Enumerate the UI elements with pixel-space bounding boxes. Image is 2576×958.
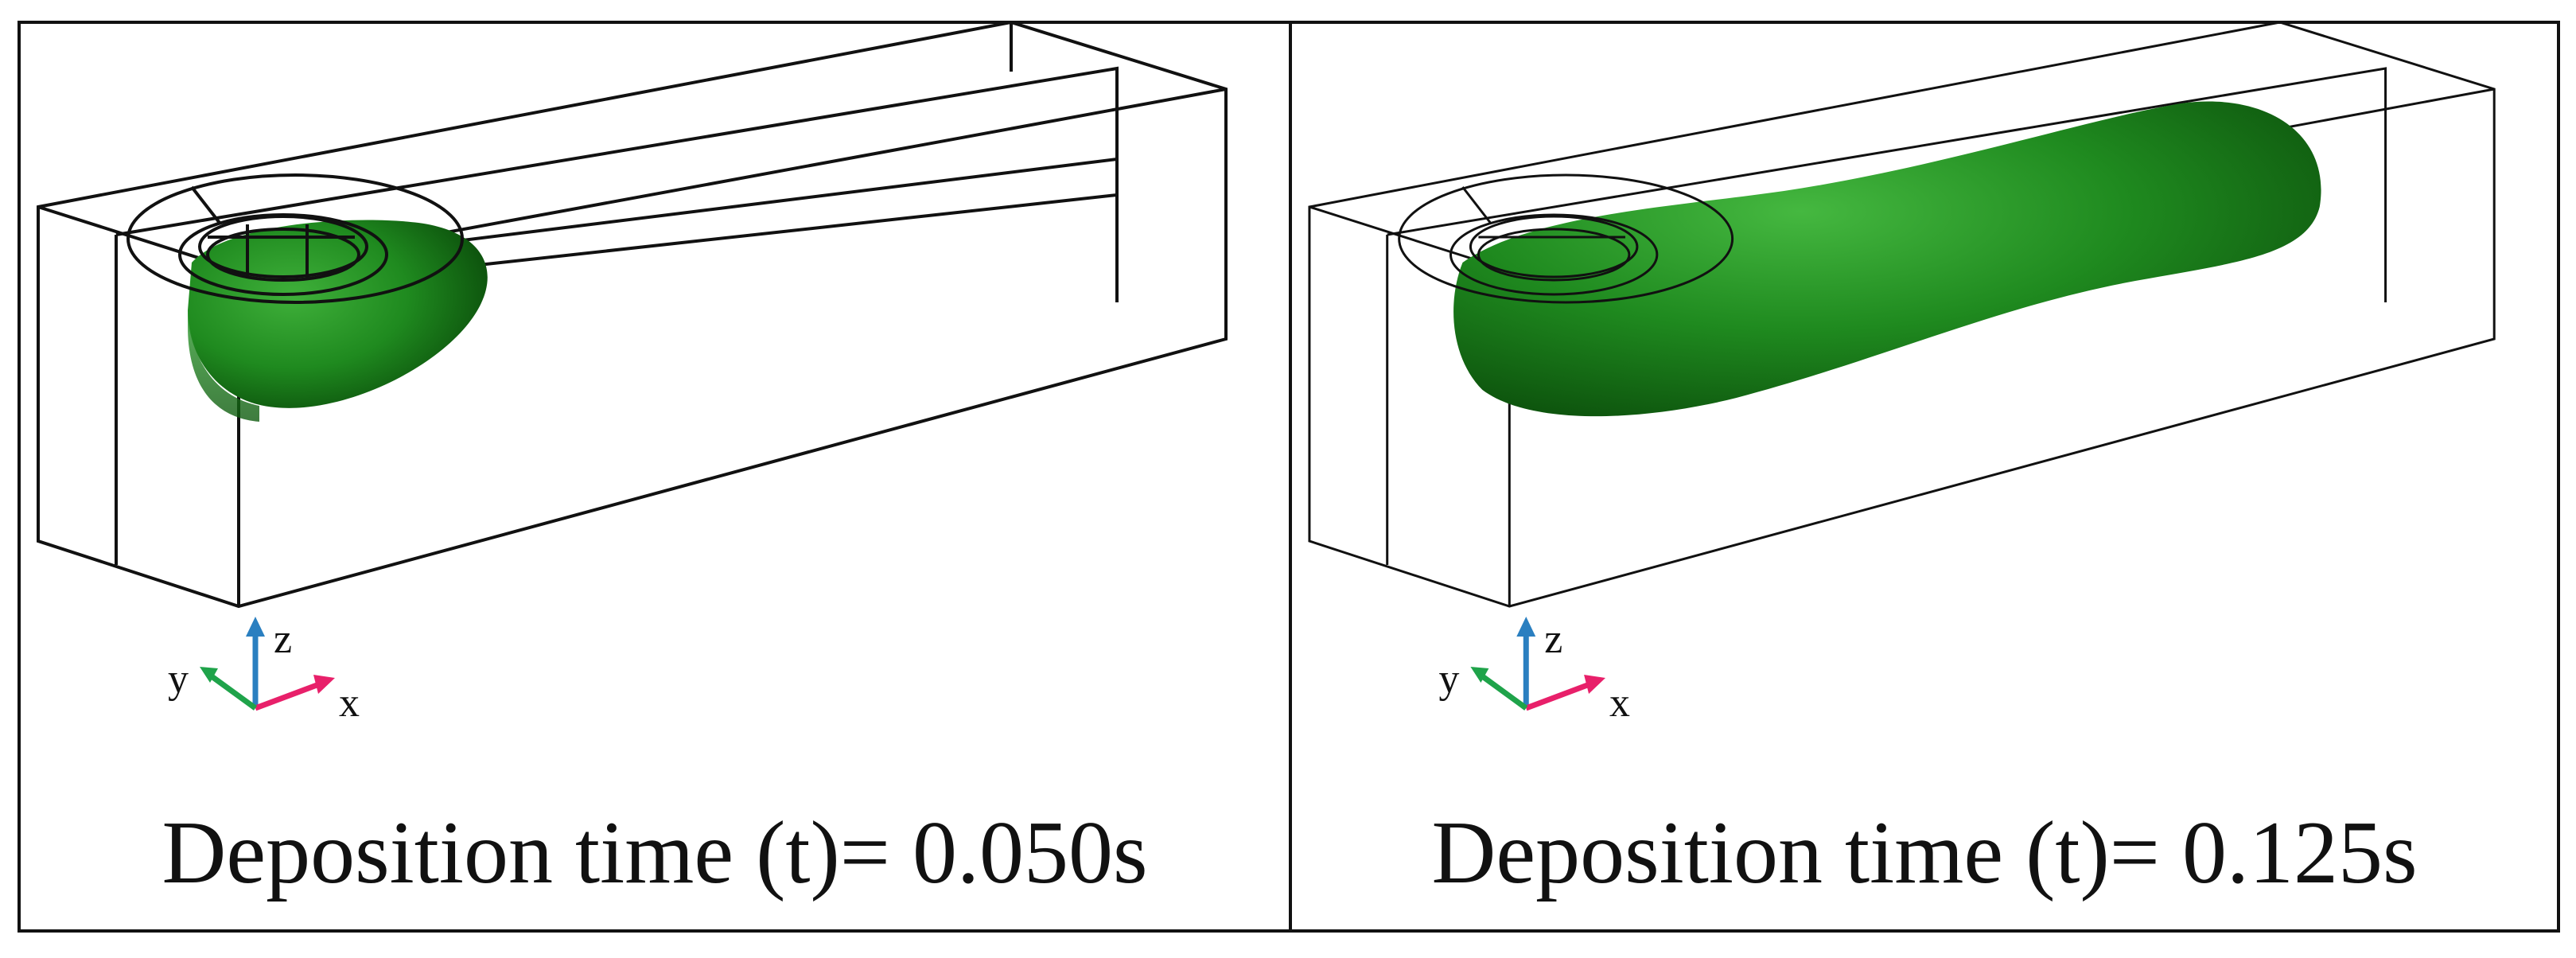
nozzle-rings (1398, 173, 1734, 304)
x-axis-arrow (254, 681, 321, 711)
x-axis-label: x (339, 680, 360, 726)
y-axis-arrow (209, 674, 258, 711)
axis-triad: z x y (168, 617, 360, 726)
deposit-bead (1453, 101, 2321, 417)
z-axis-label: z (274, 617, 292, 662)
simulation-view-1: z x y (37, 24, 1228, 726)
deposit-bead (188, 220, 488, 422)
panel-left: z x y Deposition time (t)= 0.050s (21, 24, 1289, 929)
figure-frame: z x y Deposition time (t)= 0.050s (18, 21, 2560, 933)
x-axis-arrow (1525, 681, 1591, 711)
caption-time-1: Deposition time (t)= 0.050s (161, 804, 1148, 902)
axis-triad: z x y (1439, 617, 1630, 726)
simulation-view-2: z x y (1308, 24, 2496, 726)
z-axis-label: z (1544, 617, 1562, 662)
x-axis-label: x (1609, 680, 1630, 726)
nozzle-rings (126, 173, 464, 304)
y-axis-label: y (168, 656, 189, 702)
panel-right: z x y Deposition time (t)= 0.125s (1289, 24, 2557, 929)
y-axis-arrow (1481, 674, 1528, 711)
caption-time-2: Deposition time (t)= 0.125s (1431, 804, 2418, 902)
y-axis-label: y (1439, 656, 1460, 702)
